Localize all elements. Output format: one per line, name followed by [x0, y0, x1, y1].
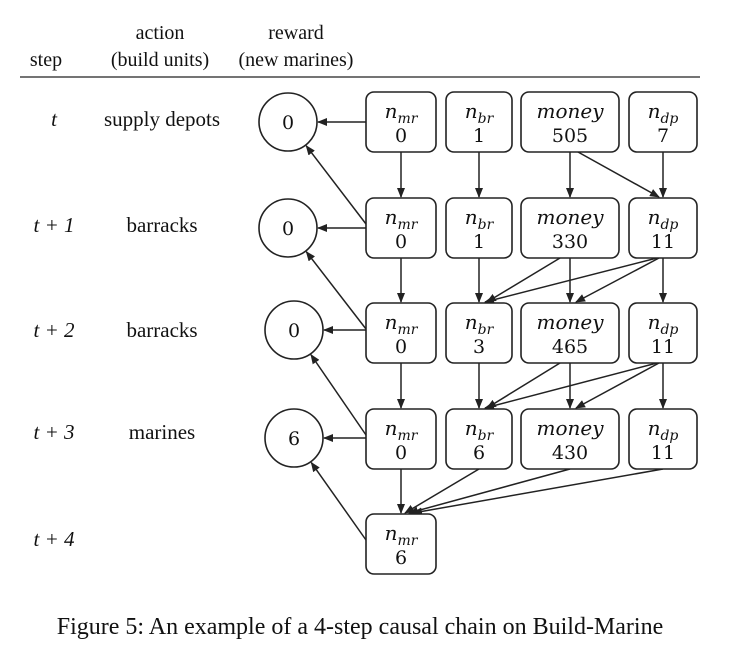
node-name: ndp	[648, 416, 679, 444]
reward-circle-3: 6	[264, 408, 324, 468]
node-value: 1	[473, 231, 485, 253]
node-value: 6	[473, 442, 485, 464]
header-step: step	[30, 49, 62, 71]
node-name: nbr	[465, 205, 495, 233]
reward-circle-2: 0	[264, 300, 324, 360]
edge-nmr-prev-reward-3	[310, 353, 367, 436]
edge-nmr-prev-reward-2	[305, 250, 367, 330]
step-label-0: t	[51, 107, 58, 131]
node-value: 7	[657, 125, 669, 147]
header-reward-sub: (new marines)	[239, 49, 354, 71]
edge-ndp-nmr-3	[412, 468, 664, 516]
edges-layer	[305, 118, 667, 541]
node-value: 0	[395, 442, 407, 464]
node-name: nbr	[465, 310, 495, 338]
node-value: 1	[473, 125, 485, 147]
edge-ndp-money-2	[575, 362, 660, 409]
edge-ndp-nbr-2	[484, 362, 658, 410]
action-label-3: marines	[129, 420, 195, 444]
reward-circle-1: 0	[258, 198, 318, 258]
node-name: nbr	[465, 416, 495, 444]
node-value: 0	[395, 336, 407, 358]
node-value: 11	[651, 336, 675, 358]
edge-money-nbr-1	[486, 257, 561, 303]
reward-value: 0	[282, 218, 294, 240]
node-value: 6	[395, 547, 407, 569]
action-label-0: supply depots	[104, 107, 220, 131]
node-value: 505	[552, 125, 588, 147]
reward-value: 0	[288, 320, 300, 342]
edge-money-nbr-2	[486, 362, 561, 409]
edge-nbr-nmr-3	[404, 468, 480, 514]
node-value: 11	[651, 231, 675, 253]
reward-value: 0	[282, 112, 294, 134]
edge-ndp-nbr-1	[484, 257, 658, 304]
node-name: ndp	[648, 310, 679, 338]
node-name: nmr	[385, 416, 419, 444]
reward-circle-0: 0	[258, 92, 318, 152]
node-name: money	[536, 205, 604, 229]
step-label-2: t + 2	[33, 318, 75, 342]
edge-money-ndp-0	[577, 151, 660, 198]
node-value: 465	[552, 336, 588, 358]
node-value: 0	[395, 125, 407, 147]
node-name: nmr	[385, 205, 419, 233]
edge-nmr-prev-reward-4	[310, 461, 367, 541]
reward-value: 6	[288, 428, 300, 450]
header-action-sub: (build units)	[111, 49, 209, 71]
header-action: action	[136, 22, 185, 44]
action-label-2: barracks	[126, 318, 197, 342]
edge-money-nmr-3	[408, 468, 571, 515]
figure-caption: Figure 5: An example of a 4-step causal …	[57, 614, 664, 640]
node-value: 430	[552, 442, 588, 464]
step-label-3: t + 3	[33, 420, 74, 444]
node-value: 3	[473, 336, 485, 358]
header-reward: reward	[268, 22, 324, 44]
node-name: ndp	[648, 205, 679, 233]
node-name: nmr	[385, 521, 419, 549]
node-name: nmr	[385, 99, 419, 127]
edge-nmr-prev-reward-1	[305, 145, 367, 225]
row-labels-layer: t supply depots t + 1 barracks t + 2 barracks…	[33, 107, 220, 551]
step-label-1: t + 1	[33, 213, 74, 237]
action-label-1: barracks	[126, 213, 197, 237]
node-name: money	[536, 99, 604, 123]
node-value: 11	[651, 442, 675, 464]
node-name: nbr	[465, 99, 495, 127]
step-label-4: t + 4	[33, 527, 75, 551]
node-name: nmr	[385, 310, 419, 338]
node-name: ndp	[648, 99, 679, 127]
nodes-layer: nmr0nbr1money505ndp7nmr0nbr1money330ndp1…	[258, 91, 698, 575]
node-name: money	[536, 310, 604, 334]
node-value: 0	[395, 231, 407, 253]
edge-ndp-money-1	[575, 257, 660, 303]
node-value: 330	[552, 231, 588, 253]
node-name: money	[536, 416, 604, 440]
